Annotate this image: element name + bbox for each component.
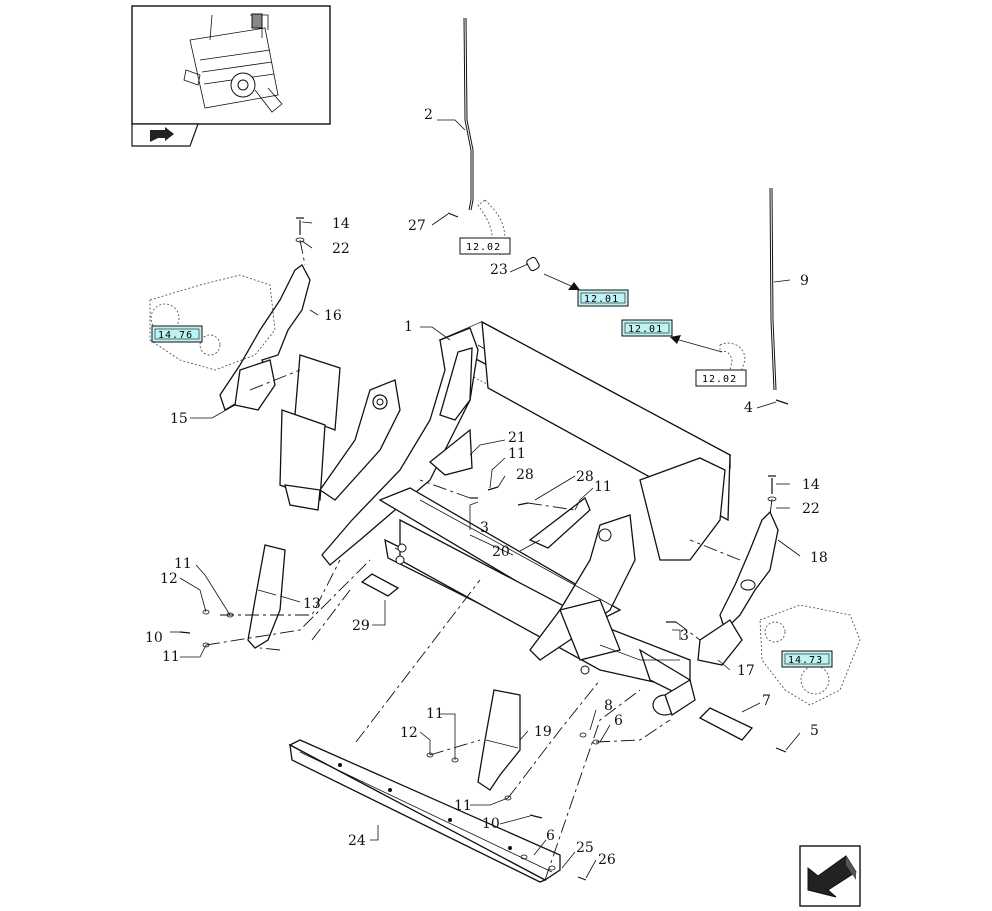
callout: 10 xyxy=(482,816,500,832)
ref-label: 12.02 xyxy=(702,374,737,385)
callout: 11 xyxy=(594,479,612,495)
callout: 24 xyxy=(348,833,366,849)
ref-box-r2[interactable]: 12.01 xyxy=(577,289,629,307)
ref-box-r6[interactable]: 14.73 xyxy=(781,650,833,668)
callout: 11 xyxy=(162,649,180,665)
callout: 4 xyxy=(744,400,753,416)
callout: 22 xyxy=(332,241,350,257)
ref-label: 14.76 xyxy=(158,330,193,341)
callout: 21 xyxy=(508,430,526,446)
callout: 15 xyxy=(170,411,188,427)
callout: 14 xyxy=(802,477,820,493)
callout: 11 xyxy=(174,556,192,572)
ref-label: 12.02 xyxy=(466,242,501,253)
next-page-arrow-icon xyxy=(807,855,857,898)
plate-part-21 xyxy=(428,428,473,476)
callout: 5 xyxy=(810,723,819,739)
callout: 14 xyxy=(332,216,350,232)
callout: 11 xyxy=(426,706,444,722)
rod-part-2 xyxy=(463,17,474,211)
ref-box-r3[interactable]: 12.01 xyxy=(621,319,673,337)
ref-label: 12.01 xyxy=(628,324,663,335)
callout: 2 xyxy=(424,107,433,123)
plate-part-20 xyxy=(528,496,591,549)
plate-part-18 xyxy=(719,510,779,632)
ref-label: 14.73 xyxy=(788,655,823,666)
callout: 20 xyxy=(492,544,510,560)
ref-arrows xyxy=(543,273,723,353)
main-frame-part-1 xyxy=(279,320,732,716)
callout: 8 xyxy=(604,698,613,714)
bracket-part-15 xyxy=(234,359,276,411)
callout: 28 xyxy=(576,469,594,485)
callout: 22 xyxy=(802,501,820,517)
callout: 19 xyxy=(534,724,552,740)
callout: 6 xyxy=(546,828,555,844)
overview-thumbnail[interactable] xyxy=(131,5,331,147)
arrow-nav-icon[interactable] xyxy=(150,127,174,142)
callout: 29 xyxy=(352,618,370,634)
callout: 3 xyxy=(480,520,489,536)
plate-part-19 xyxy=(477,689,521,791)
ref-box-r4[interactable]: 12.02 xyxy=(695,369,747,387)
callouts: 1 2 3 3 4 5 6 6 7 8 9 10 10 11 11 11 11 … xyxy=(145,107,828,868)
plate-part-7 xyxy=(698,707,754,741)
callout: 12 xyxy=(160,571,178,587)
callout: 18 xyxy=(810,550,828,566)
leader-lines xyxy=(170,119,801,879)
callout: 28 xyxy=(516,467,534,483)
callout: 10 xyxy=(145,630,163,646)
ref-box-r1[interactable]: 12.02 xyxy=(459,237,511,255)
callout: 27 xyxy=(408,218,426,234)
callout: 25 xyxy=(576,840,594,856)
callout: 1 xyxy=(404,319,413,335)
scraper-part-24 xyxy=(288,739,561,883)
callout: 7 xyxy=(762,693,771,709)
ref-label: 12.01 xyxy=(584,294,619,305)
callout: 23 xyxy=(490,262,508,278)
plate-part-29 xyxy=(360,573,400,597)
bracket-part-17 xyxy=(697,619,743,666)
callout: 17 xyxy=(737,663,755,679)
plate-part-13 xyxy=(247,544,286,649)
callout: 13 xyxy=(303,596,321,612)
callout: 3 xyxy=(680,628,689,644)
callout: 26 xyxy=(598,852,616,868)
rod-part-9 xyxy=(769,187,777,391)
hardware xyxy=(179,212,789,881)
callout: 11 xyxy=(508,446,526,462)
callout: 16 xyxy=(324,308,342,324)
callout: 9 xyxy=(800,273,809,289)
callout: 11 xyxy=(454,798,472,814)
machine-overview-thumbnail xyxy=(183,13,283,113)
callout: 6 xyxy=(614,713,623,729)
next-page-button[interactable] xyxy=(799,845,861,907)
callout: 12 xyxy=(400,725,418,741)
ref-box-r5[interactable]: 14.76 xyxy=(151,325,203,343)
